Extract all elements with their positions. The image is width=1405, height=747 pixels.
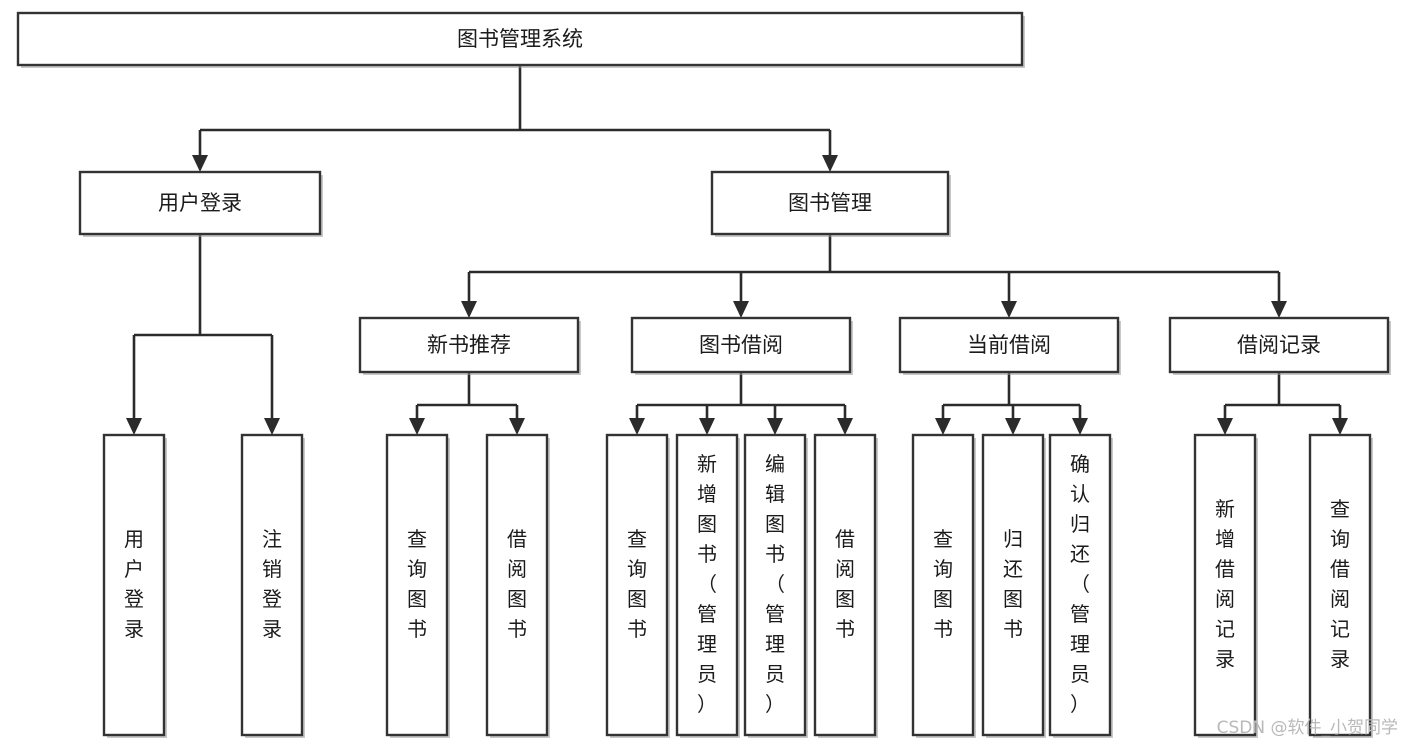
node-rect[interactable] xyxy=(240,433,304,737)
arrow-head-icon xyxy=(126,418,142,435)
arrow-head-icon xyxy=(409,418,425,435)
node-rect[interactable] xyxy=(385,433,449,737)
node-label: 当前借阅 xyxy=(967,333,1051,357)
node-rect[interactable] xyxy=(675,433,739,737)
node-label: 查询借阅记录 xyxy=(1330,497,1350,671)
node-label: 新增图书（管理员） xyxy=(697,452,717,716)
node-new-book-recommend[interactable]: 新书推荐 xyxy=(358,316,581,375)
node-label: 借阅记录 xyxy=(1237,333,1321,357)
node-label: 图书借阅 xyxy=(699,333,783,357)
node-leaf-logout[interactable]: 注销登录 xyxy=(240,433,305,738)
node-rect[interactable] xyxy=(358,316,580,374)
node-layer: 图书管理系统用户登录图书管理新书推荐图书借阅当前借阅借阅记录用户登录注销登录查询… xyxy=(16,11,1391,738)
node-leaf-borrow-book-recommend[interactable]: 借阅图书 xyxy=(485,433,550,738)
arrow-head-icon xyxy=(822,155,838,172)
arrow-head-icon xyxy=(733,301,749,318)
arrow-head-icon xyxy=(837,418,853,435)
node-leaf-return-book[interactable]: 归还图书 xyxy=(981,433,1046,738)
node-label: 图书管理 xyxy=(788,191,872,215)
arrow-head-icon xyxy=(629,418,645,435)
node-rect[interactable] xyxy=(102,433,166,737)
node-label: 新书推荐 xyxy=(427,333,511,357)
node-leaf-edit-book[interactable]: 编辑图书（管理员） xyxy=(743,433,808,738)
node-leaf-query-book-current[interactable]: 查询图书 xyxy=(911,433,976,738)
node-rect[interactable] xyxy=(1168,316,1390,374)
node-leaf-confirm-return[interactable]: 确认归还（管理员） xyxy=(1048,433,1113,738)
arrow-head-icon xyxy=(461,301,477,318)
node-root[interactable]: 图书管理系统 xyxy=(16,11,1025,68)
node-rect[interactable] xyxy=(78,170,322,236)
node-rect[interactable] xyxy=(813,433,877,737)
arrow-head-icon xyxy=(192,155,208,172)
node-label: 查询图书 xyxy=(627,527,647,641)
node-rect[interactable] xyxy=(743,433,807,737)
node-user-login[interactable]: 用户登录 xyxy=(78,170,323,237)
arrow-head-icon xyxy=(1271,301,1287,318)
arrow-head-icon xyxy=(767,418,783,435)
node-leaf-add-book[interactable]: 新增图书（管理员） xyxy=(675,433,740,738)
arrow-head-icon xyxy=(1332,418,1348,435)
node-leaf-borrow-book[interactable]: 借阅图书 xyxy=(813,433,878,738)
csdn-watermark: CSDN @软件_小贺同学 xyxy=(1217,718,1398,738)
arrow-head-icon xyxy=(935,418,951,435)
node-label: 查询图书 xyxy=(407,527,427,641)
node-borrow-record[interactable]: 借阅记录 xyxy=(1168,316,1391,375)
arrow-head-icon xyxy=(1001,301,1017,318)
node-rect[interactable] xyxy=(1308,433,1372,737)
arrow-head-icon xyxy=(1072,418,1088,435)
node-rect[interactable] xyxy=(911,433,975,737)
node-rect[interactable] xyxy=(981,433,1045,737)
arrow-head-icon xyxy=(509,418,525,435)
node-label: 图书管理系统 xyxy=(457,27,583,51)
node-label: 新增借阅记录 xyxy=(1215,497,1235,671)
connector-layer xyxy=(126,65,1348,435)
node-book-manage[interactable]: 图书管理 xyxy=(710,170,951,237)
node-rect[interactable] xyxy=(710,170,950,236)
arrow-head-icon xyxy=(264,418,280,435)
node-leaf-user-login[interactable]: 用户登录 xyxy=(102,433,167,738)
node-label: 借阅图书 xyxy=(507,527,527,641)
node-rect[interactable] xyxy=(485,433,549,737)
node-book-borrow[interactable]: 图书借阅 xyxy=(630,316,853,375)
node-rect[interactable] xyxy=(1048,433,1112,737)
node-rect[interactable] xyxy=(605,433,669,737)
node-label: 查询图书 xyxy=(933,527,953,641)
node-label: 归还图书 xyxy=(1003,527,1023,641)
node-leaf-query-book-recommend[interactable]: 查询图书 xyxy=(385,433,450,738)
node-rect[interactable] xyxy=(1193,433,1257,737)
node-leaf-query-book-borrow[interactable]: 查询图书 xyxy=(605,433,670,738)
node-rect[interactable] xyxy=(898,316,1120,374)
arrow-head-icon xyxy=(1217,418,1233,435)
node-leaf-add-record[interactable]: 新增借阅记录 xyxy=(1193,433,1258,738)
node-label: 用户登录 xyxy=(124,527,144,641)
arrow-head-icon xyxy=(1005,418,1021,435)
node-rect[interactable] xyxy=(630,316,852,374)
node-leaf-query-record[interactable]: 查询借阅记录 xyxy=(1308,433,1373,738)
node-label: 注销登录 xyxy=(262,527,282,641)
node-current-borrow[interactable]: 当前借阅 xyxy=(898,316,1121,375)
node-label: 借阅图书 xyxy=(835,527,855,641)
node-label: 编辑图书（管理员） xyxy=(765,452,785,716)
node-label: 确认归还（管理员） xyxy=(1070,452,1090,716)
node-rect[interactable] xyxy=(16,11,1024,67)
arrow-head-icon xyxy=(699,418,715,435)
node-label: 用户登录 xyxy=(158,191,242,215)
